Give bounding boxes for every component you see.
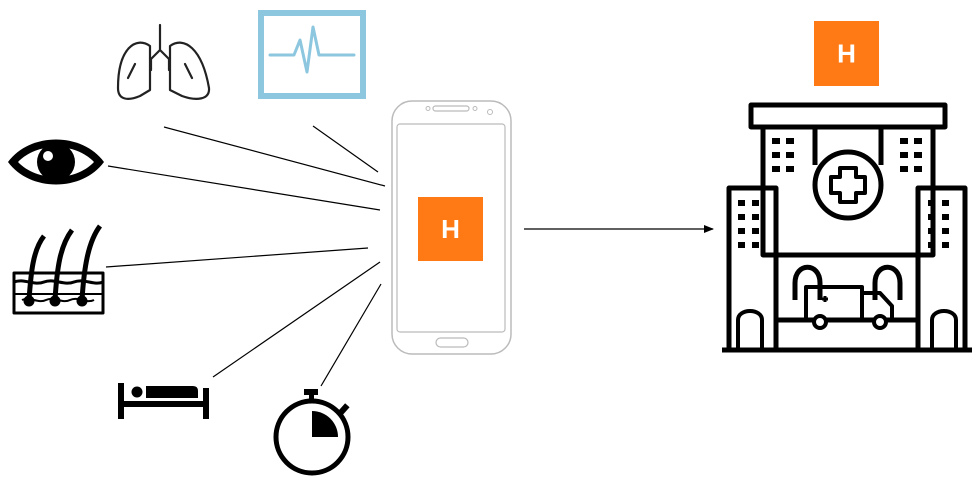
connector-lines xyxy=(105,125,386,387)
eye-icon xyxy=(8,139,104,185)
hospital-app-badge: H xyxy=(814,21,879,86)
connector-lungs xyxy=(163,126,386,187)
stopwatch-icon xyxy=(273,389,351,476)
skin-hair-icon xyxy=(12,224,105,315)
phone-app-badge-letter: H xyxy=(441,214,460,244)
hospital-building-icon xyxy=(722,102,972,353)
bed-icon xyxy=(118,383,209,419)
connector-skin xyxy=(105,247,369,268)
connector-heart-monitor xyxy=(312,125,379,173)
lungs-icon xyxy=(116,23,211,100)
connector-eye xyxy=(107,165,381,211)
phone-app-badge: H xyxy=(418,197,483,261)
connector-bed xyxy=(212,261,381,378)
connector-stopwatch xyxy=(320,283,382,387)
heart-monitor-icon xyxy=(258,10,366,99)
hospital-app-badge-letter: H xyxy=(837,39,856,69)
hospital-windows xyxy=(738,138,949,248)
